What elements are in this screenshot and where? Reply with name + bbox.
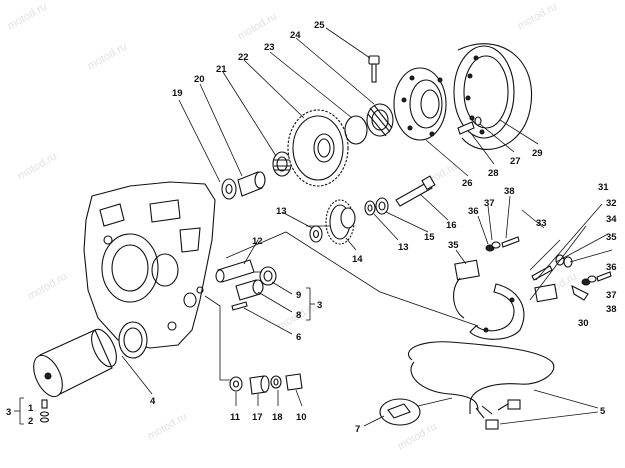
watermark: motod.ru: [516, 0, 560, 32]
callout-17: 17: [252, 412, 263, 423]
washer-34: [563, 256, 573, 268]
washer-11: [229, 376, 243, 392]
wiring-harness: [407, 341, 555, 430]
engine-casing: [83, 181, 216, 349]
bracket-30: [571, 284, 589, 301]
callout-34: 34: [606, 214, 617, 225]
intermediate-shaft: [215, 259, 255, 283]
bearing-15: [375, 197, 389, 215]
callout-35-left: 35: [448, 240, 459, 251]
idler-gear: [325, 199, 356, 245]
oring-18: [270, 375, 282, 389]
callout-38-right: 38: [606, 304, 617, 315]
starter-gasket: [118, 321, 148, 359]
starter-bolt: [39, 399, 50, 423]
flywheel-rotor: [453, 43, 532, 150]
callout-labels: 1 2 3 3 4 5 6 7 8 9 10 11 12 13 13 14 15…: [6, 20, 617, 435]
callout-33: 33: [536, 218, 547, 229]
callout-26: 26: [462, 178, 473, 189]
watermark: motod.ru: [26, 270, 70, 302]
freewheel-housing: [393, 67, 447, 141]
watermark: motod.ru: [146, 410, 190, 442]
callout-31: 31: [598, 182, 609, 193]
bolt-25: [368, 55, 380, 83]
callout-28: 28: [488, 168, 499, 179]
circlip-23: [344, 115, 368, 145]
callout-3-right: 3: [317, 300, 322, 311]
screw-6: [231, 301, 248, 311]
pickup-coil-left: [453, 259, 480, 319]
callout-5: 5: [600, 406, 606, 417]
callout-2: 2: [28, 416, 33, 427]
callout-13-left: 13: [276, 206, 287, 217]
plug-10: [285, 373, 303, 391]
callout-36-left: 36: [468, 206, 479, 217]
callout-22: 22: [238, 52, 249, 63]
callout-25: 25: [314, 20, 325, 31]
freewheel-bearing: [366, 103, 394, 137]
callout-21: 21: [216, 64, 227, 75]
watermark: motod.ru: [16, 150, 60, 182]
callout-36-right: 36: [606, 262, 617, 273]
group-bracket-3-left: [14, 397, 24, 425]
idler-sleeve: [235, 279, 264, 301]
callout-35-right: 35: [606, 232, 617, 243]
dowel-pin: [457, 121, 475, 135]
leader-lines: [204, 203, 613, 425]
screw-set-right: [581, 271, 612, 286]
callout-4: 4: [150, 396, 156, 407]
callout-6: 6: [296, 332, 301, 343]
callout-32: 32: [606, 198, 617, 209]
callout-3-left: 3: [6, 407, 11, 418]
callout-38-left: 38: [504, 186, 515, 197]
callout-37-right: 37: [606, 290, 617, 301]
callout-23: 23: [264, 42, 275, 53]
watermark: motod.ru: [236, 10, 280, 42]
washer-13-right: [364, 200, 376, 216]
callout-10: 10: [296, 412, 307, 423]
callout-18: 18: [272, 412, 283, 423]
callout-37-left: 37: [484, 198, 495, 209]
callout-1: 1: [28, 403, 34, 414]
callout-16: 16: [446, 220, 457, 231]
callout-19: 19: [172, 88, 183, 99]
shaft-16: [395, 175, 436, 207]
group-bracket-3-right: [306, 287, 315, 321]
bushing-17: [249, 375, 270, 395]
stator-assembly: [469, 283, 525, 340]
washer-13-left: [309, 225, 323, 243]
screw-set-left: [485, 236, 520, 252]
callout-29: 29: [532, 148, 543, 159]
washer-19: [221, 178, 237, 200]
watermark: motod.ru: [6, 0, 50, 32]
callout-11: 11: [230, 412, 241, 423]
callout-24: 24: [290, 30, 301, 41]
callout-14: 14: [352, 254, 363, 265]
small-washer-27: [474, 116, 482, 126]
callout-8: 8: [296, 310, 301, 321]
callout-20: 20: [194, 74, 205, 85]
connector-terminal: [379, 397, 453, 426]
starter-gear: [287, 109, 349, 187]
bush-20: [237, 171, 266, 197]
callout-27: 27: [510, 156, 521, 167]
needle-bearing-21: [272, 151, 292, 177]
callout-13-right: 13: [398, 242, 409, 253]
callout-leaders: [121, 27, 545, 427]
starter-motor: [33, 328, 117, 398]
callout-15: 15: [424, 232, 435, 243]
callout-12: 12: [252, 236, 263, 247]
pickup-coil-right: [534, 283, 558, 303]
callout-7: 7: [355, 424, 360, 435]
idler-bushing: [259, 266, 277, 286]
callout-9: 9: [296, 290, 301, 301]
callout-30: 30: [578, 318, 589, 329]
watermark: motod.ru: [86, 40, 130, 72]
